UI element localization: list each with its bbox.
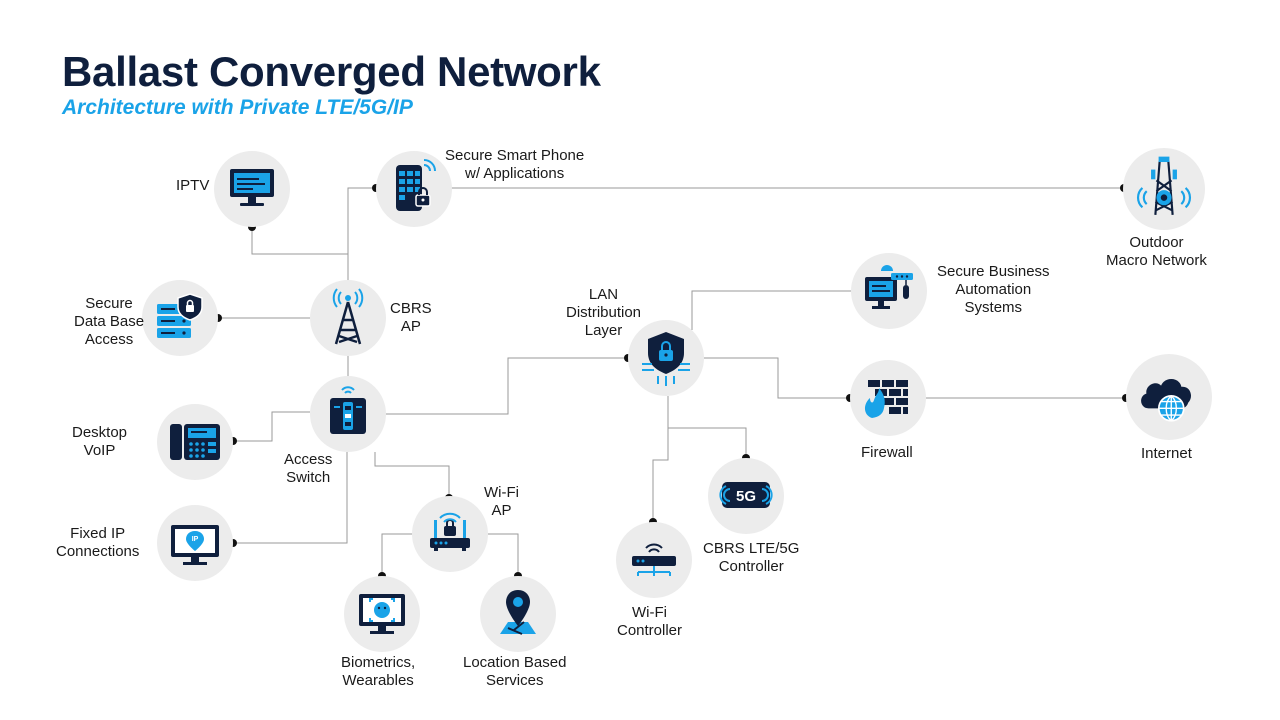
- wire-lan-5g: [667, 396, 747, 458]
- node-location[interactable]: [480, 576, 556, 652]
- diagram-title: Ballast Converged Network: [62, 48, 601, 95]
- 5g-icon: 5G: [719, 482, 773, 508]
- node-firewall[interactable]: [850, 360, 926, 436]
- desk-phone-icon: [170, 424, 220, 460]
- cell-tower-icon: [1136, 156, 1192, 215]
- node-automation[interactable]: [851, 253, 927, 329]
- wire-switch-wifiap: [374, 452, 450, 498]
- map-pin-icon: [500, 590, 536, 635]
- node-database[interactable]: [142, 280, 218, 356]
- node-internet[interactable]: [1126, 354, 1212, 440]
- node-wifi-ap[interactable]: [412, 496, 488, 572]
- wire-wifiap-biometrics: [381, 533, 418, 576]
- smartphone-lock-icon: [396, 159, 436, 211]
- database-shield-icon: [157, 293, 203, 338]
- node-fixed-ip[interactable]: IP: [157, 505, 233, 581]
- wire-fixedip-switch: [233, 452, 348, 544]
- automation-monitor-icon: [865, 265, 913, 309]
- node-biometrics[interactable]: [344, 576, 420, 652]
- label-iptv: IPTV: [176, 177, 210, 194]
- wire-voip-switch: [233, 411, 310, 442]
- label-biometrics: Biometrics,Wearables: [341, 654, 416, 689]
- face-scan-icon: [359, 594, 405, 634]
- node-smartphone[interactable]: [376, 151, 452, 227]
- wire-phone-trunk: [347, 187, 376, 282]
- node-cbrs-5g[interactable]: 5G: [708, 458, 784, 534]
- shield-lock-icon: [642, 332, 690, 386]
- firewall-icon: [864, 380, 908, 418]
- node-wifi-controller[interactable]: [616, 522, 692, 598]
- node-access-switch[interactable]: [310, 376, 386, 452]
- 5g-badge-text: 5G: [736, 488, 756, 505]
- wifi-controller-icon: [632, 543, 676, 576]
- diagram-subtitle: Architecture with Private LTE/5G/IP: [62, 96, 413, 119]
- wire-wifiap-location: [486, 533, 519, 576]
- monitor-icon: [230, 169, 274, 206]
- antenna-tower-icon: [332, 288, 364, 345]
- wifi-router-icon: [430, 512, 470, 551]
- node-macro[interactable]: [1123, 148, 1205, 230]
- node-lan[interactable]: [628, 320, 704, 396]
- label-internet: Internet: [1141, 445, 1192, 462]
- node-cbrs-ap[interactable]: [310, 280, 386, 356]
- wire-switch-lan: [386, 357, 628, 415]
- label-firewall: Firewall: [861, 444, 913, 461]
- node-voip[interactable]: [157, 404, 233, 480]
- wire-lan-automation: [691, 290, 866, 330]
- cloud-globe-icon: [1141, 379, 1192, 422]
- wire-iptv-cbrs: [251, 227, 349, 282]
- switch-icon: [330, 386, 366, 434]
- wire-lan-firewall: [704, 357, 850, 399]
- wire-lan-wificontroller: [652, 428, 669, 522]
- ip-badge-text: IP: [192, 536, 199, 543]
- ip-monitor-icon: IP: [171, 525, 219, 565]
- node-iptv[interactable]: [214, 151, 290, 227]
